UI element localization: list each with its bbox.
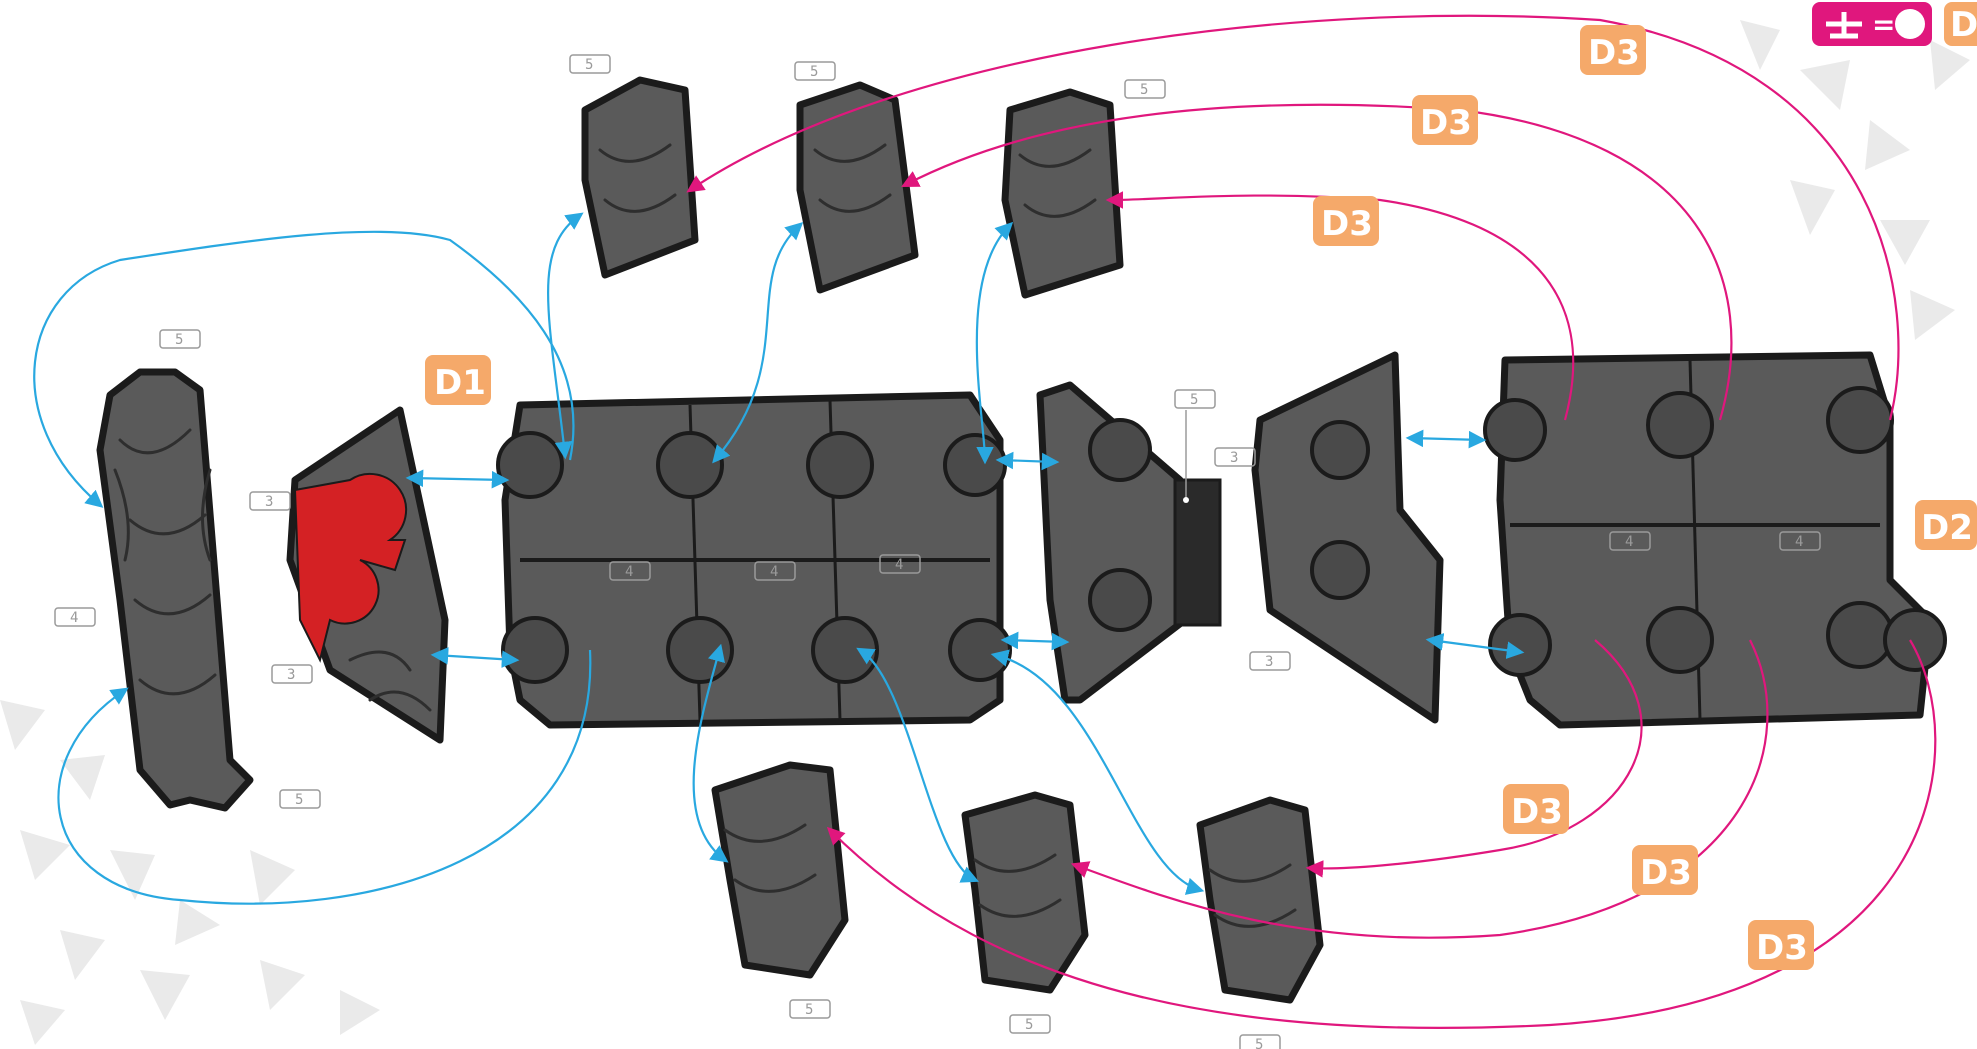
count-five-value: 5 (1025, 1017, 1033, 1033)
svg-text:D3: D3 (1511, 792, 1563, 832)
bottom-piece-3 (1200, 800, 1320, 1000)
svg-text:D2: D2 (1921, 508, 1973, 548)
label-d3-bottom-1: D3 (1503, 784, 1569, 834)
center-grid-block (498, 395, 1010, 725)
label-d1: D1 (425, 355, 491, 405)
right-wedge-piece (1255, 355, 1440, 720)
bottom-piece-2 (965, 795, 1085, 990)
top-piece-1 (585, 80, 695, 275)
count-three-icon: 3 (1215, 448, 1255, 466)
count-five-icon: 5 (1175, 390, 1215, 408)
bottom-piece-1 (715, 765, 845, 975)
count-four-value: 4 (895, 557, 903, 573)
count-four-value: 4 (1795, 534, 1803, 550)
svg-text:D3: D3 (1588, 33, 1640, 73)
legend-badge: = D (1812, 2, 1977, 46)
count-five-value: 5 (805, 1002, 813, 1018)
label-d2: D2 (1915, 500, 1977, 550)
count-five-icon: 5 (1240, 1035, 1280, 1049)
count-five-value: 5 (1255, 1037, 1263, 1049)
label-d3-top-1: D3 (1580, 25, 1646, 75)
count-three-icon: 3 (1250, 652, 1290, 670)
count-four-value: 4 (1625, 534, 1633, 550)
count-three-value: 3 (265, 494, 273, 510)
label-d3-bottom-2: D3 (1632, 845, 1698, 895)
top-piece-2 (800, 85, 915, 290)
count-five-value: 5 (810, 64, 818, 80)
label-d3-top-2: D3 (1412, 95, 1478, 145)
label-d3-bottom-3: D3 (1748, 920, 1814, 970)
center-right-wedge-piece (1040, 385, 1220, 700)
count-three-value: 3 (1230, 450, 1238, 466)
legend-equals: = (1872, 8, 1895, 41)
svg-text:D3: D3 (1640, 853, 1692, 893)
count-five-icon: 5 (790, 1000, 830, 1018)
svg-text:D3: D3 (1420, 103, 1472, 143)
svg-text:D3: D3 (1321, 204, 1373, 244)
count-five-value: 5 (585, 57, 593, 73)
red-wedge-piece (290, 410, 445, 740)
count-five-icon: 5 (280, 790, 320, 808)
count-five-icon: 5 (570, 55, 610, 73)
count-three-value: 3 (1265, 654, 1273, 670)
count-five-icon: 5 (795, 62, 835, 80)
count-four-value: 4 (70, 610, 78, 626)
count-five-value: 5 (1140, 82, 1148, 98)
count-five-value: 5 (175, 332, 183, 348)
left-tall-piece (100, 372, 250, 808)
count-five-icon: 5 (1125, 80, 1165, 98)
count-three-icon: 3 (250, 492, 290, 510)
count-five-icon: 5 (1010, 1015, 1050, 1033)
label-d-partial: D (1950, 5, 1977, 45)
svg-text:D3: D3 (1756, 928, 1808, 968)
count-five-value: 5 (1190, 392, 1198, 408)
right-grid-block (1485, 355, 1945, 725)
count-four-value: 4 (625, 564, 633, 580)
count-four-value: 4 (770, 564, 778, 580)
label-d3-top-3: D3 (1313, 196, 1379, 246)
count-three-value: 3 (287, 667, 295, 683)
count-five-icon: 5 (160, 330, 200, 348)
svg-text:D1: D1 (434, 363, 486, 403)
count-three-icon: 3 (272, 665, 312, 683)
count-four-icon: 4 (55, 608, 95, 626)
count-five-value: 5 (295, 792, 303, 808)
